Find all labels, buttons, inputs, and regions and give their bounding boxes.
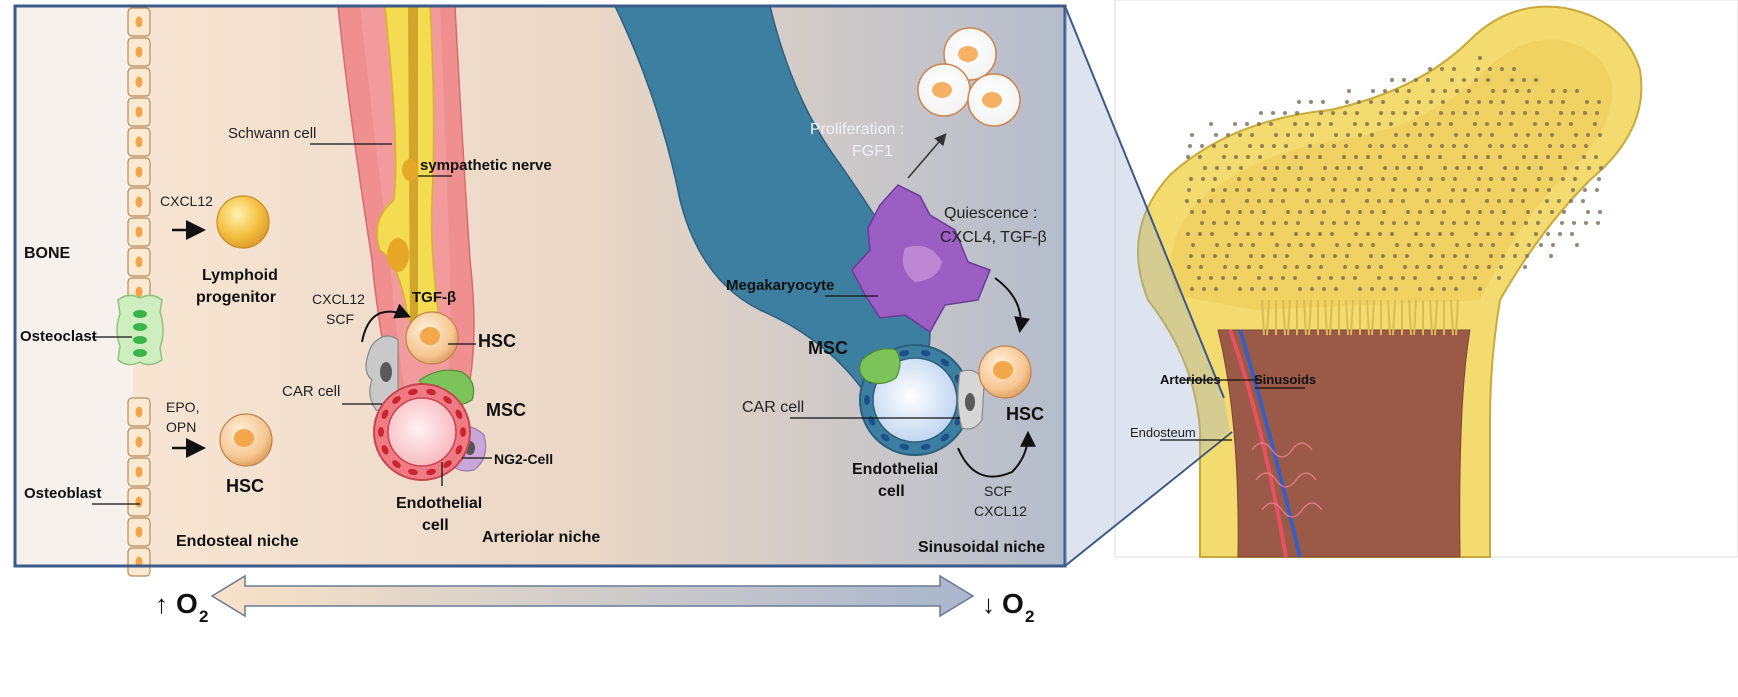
arteriolar-endothelium bbox=[373, 383, 471, 481]
car-cell-left-label: CAR cell bbox=[282, 383, 340, 400]
hsc-endosteal-label: HSC bbox=[226, 476, 264, 496]
opn-label: OPN bbox=[166, 419, 196, 435]
proliferating-cells bbox=[917, 27, 1021, 127]
cxcl12-right-label: CXCL12 bbox=[974, 503, 1027, 519]
femur-illustration bbox=[1114, 0, 1738, 558]
osteoblast-column bbox=[127, 7, 151, 577]
o2-low-label: O bbox=[1002, 588, 1024, 619]
osteoblast-label: Osteoblast bbox=[24, 485, 102, 502]
proliferation-label-1: Proliferation : bbox=[810, 121, 904, 138]
epo-label: EPO, bbox=[166, 399, 199, 415]
o2-low-sub: 2 bbox=[1025, 607, 1034, 626]
car-cell-right-label: CAR cell bbox=[742, 399, 804, 416]
oxygen-gradient-arrow bbox=[210, 574, 975, 618]
osteoclast-label: Osteoclast bbox=[20, 328, 97, 345]
hsc-arteriolar-cell bbox=[405, 311, 459, 365]
arterioles-label: Arterioles bbox=[1160, 372, 1221, 387]
arteriolar-niche-label: Arteriolar niche bbox=[482, 529, 600, 546]
zoom-connector bbox=[1064, 5, 1233, 567]
msc-sinusoidal bbox=[859, 348, 901, 385]
o2-low-arrow: ↓ bbox=[982, 589, 995, 619]
cxcl12-scf-arrow bbox=[361, 303, 411, 343]
msc-sinusoidal-label: MSC bbox=[808, 338, 848, 358]
megakaryocyte-label: Megakaryocyte bbox=[726, 277, 834, 294]
cxcl12-mid-label: CXCL12 bbox=[312, 291, 365, 307]
o2-high-label: O bbox=[176, 588, 198, 619]
cxcl12-left-label: CXCL12 bbox=[160, 193, 213, 209]
lymphoid-label-1: Lymphoid bbox=[202, 267, 278, 284]
proliferation-arrow bbox=[907, 133, 947, 179]
o2-high-sub: 2 bbox=[199, 607, 208, 626]
schwann-cell-label: Schwann cell bbox=[228, 125, 316, 142]
osteoclast-cell bbox=[116, 294, 164, 366]
msc-arteriolar-label: MSC bbox=[486, 400, 526, 420]
main-panel-border bbox=[13, 4, 1067, 568]
quiescence-label-2: CXCL4, TGF-β bbox=[940, 229, 1047, 246]
scf-cxcl12-arrow bbox=[957, 430, 1036, 478]
tgf-beta-label: TGF-β bbox=[412, 289, 456, 306]
lymphoid-progenitor-cell bbox=[216, 195, 270, 249]
o2-high-arrow: ↑ bbox=[155, 589, 168, 619]
scf-mid-label: SCF bbox=[326, 311, 354, 327]
proliferation-label-2: FGF1 bbox=[852, 143, 893, 160]
endothelial-left-label-1: Endothelial bbox=[396, 495, 482, 512]
bone-label: BONE bbox=[24, 245, 71, 262]
quiescence-label-1: Quiescence : bbox=[944, 205, 1037, 222]
endothelial-right-label-2: cell bbox=[878, 483, 905, 500]
hsc-endosteal-cell bbox=[219, 413, 273, 467]
bone-region bbox=[15, 6, 133, 566]
hsc-sinusoidal-cell bbox=[978, 345, 1032, 399]
scf-right-label: SCF bbox=[984, 483, 1012, 499]
car-cell-arteriolar bbox=[365, 335, 399, 412]
sympathetic-nerve-label: sympathetic nerve bbox=[420, 157, 552, 174]
lymphoid-label-2: progenitor bbox=[196, 289, 276, 306]
car-cell-sinusoidal bbox=[957, 369, 985, 430]
endosteum-label: Endosteum bbox=[1130, 425, 1196, 440]
endothelial-left-label-2: cell bbox=[422, 517, 449, 534]
endosteal-niche-label: Endosteal niche bbox=[176, 533, 299, 550]
endothelial-right-label-1: Endothelial bbox=[852, 461, 938, 478]
hsc-arteriolar-label: HSC bbox=[478, 331, 516, 351]
sinusoidal-niche-label: Sinusoidal niche bbox=[918, 539, 1045, 556]
sinusoids-label: Sinusoids bbox=[1254, 372, 1316, 387]
hsc-sinusoidal-label: HSC bbox=[1006, 404, 1044, 424]
ng2-cell-label: NG2-Cell bbox=[494, 451, 553, 467]
quiescence-arrow bbox=[994, 277, 1030, 334]
sympathetic-nerve bbox=[376, 5, 439, 342]
megakaryocyte-cell bbox=[851, 184, 991, 334]
